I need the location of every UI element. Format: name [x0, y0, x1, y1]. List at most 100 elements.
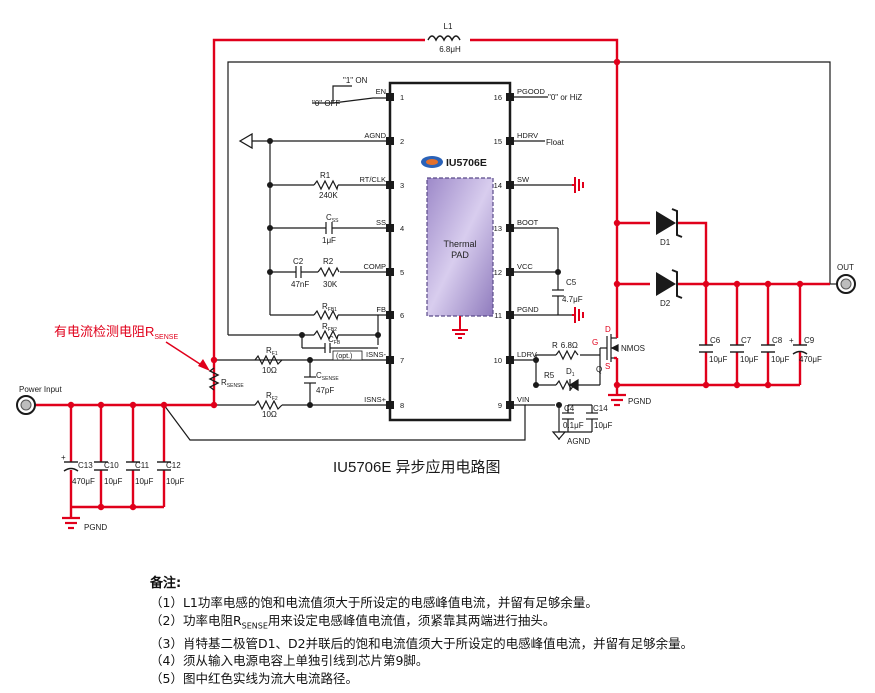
note-item: （4）须从输入电源电容上单独引线到芯片第9脚。	[150, 653, 429, 669]
d-ldrv-name: D1	[566, 367, 575, 378]
rfb1-name: RFB1	[322, 302, 337, 313]
pin-marker-left	[386, 356, 394, 364]
css-value: 1μF	[322, 236, 336, 245]
note-item: （1）L1功率电感的饱和电流值须大于所设定的电感峰值电流，并留有足够余量。	[150, 595, 598, 610]
pin-number-left: 1	[400, 93, 404, 102]
d2-name: D2	[660, 299, 671, 308]
thermal-pad-line2: PAD	[451, 250, 469, 260]
r2-name: R2	[323, 257, 334, 266]
pin-number-right: 16	[494, 93, 502, 102]
input-terminal-icon	[16, 395, 36, 415]
c4-value: 0.1μF	[563, 421, 584, 430]
diagram-title: IU5706E 异步应用电路图	[333, 458, 501, 476]
c7-value: 10μF	[740, 355, 759, 364]
rf2-value: 10Ω	[262, 410, 277, 419]
r1-name: R1	[320, 171, 331, 180]
pin-name-left: AGND	[364, 131, 386, 140]
pin-name-right: BOOT	[517, 218, 539, 227]
resistor-rf1	[254, 354, 283, 366]
pin-number-left: 6	[400, 311, 404, 320]
input-capacitors	[63, 461, 171, 472]
pin-marker-left	[386, 137, 394, 145]
pin-name-left: SS	[376, 218, 386, 227]
mos-source-label: S	[605, 362, 610, 371]
r1-value: 240K	[319, 191, 338, 200]
cfb-name: CFB	[328, 335, 341, 346]
c11-name: C11	[135, 461, 150, 470]
out-label: OUT	[837, 263, 854, 272]
schottky-diode-d2	[656, 269, 683, 299]
pin-marker-left	[386, 268, 394, 276]
pin-marker-left	[386, 181, 394, 189]
agnd-ground-icon	[551, 431, 567, 440]
en-on-label: "1" ON	[343, 76, 368, 85]
note-item: （2）功率电阻RSENSE用来设定电感峰值电流值，须紧靠其两端进行抽头。	[150, 612, 556, 631]
pin-name-left: COMP	[364, 262, 387, 271]
r2-value: 30K	[323, 280, 338, 289]
resistor-r5	[555, 379, 575, 391]
pin-name-left: RT/CLK	[359, 175, 386, 184]
pin-name-left: FB	[376, 305, 386, 314]
c10-value: 10μF	[104, 477, 123, 486]
sw-ground-icon	[572, 177, 584, 193]
inductor-l1	[427, 35, 461, 42]
c11-value: 10μF	[135, 477, 154, 486]
pin-marker-right	[506, 356, 514, 364]
rfb2-name: RFB2	[322, 322, 337, 333]
rf2-name: RF2	[266, 391, 278, 402]
pin-marker-left	[386, 311, 394, 319]
resistor-rfb2	[313, 329, 339, 341]
pin-number-left: 5	[400, 268, 404, 277]
c2-value: 47nF	[291, 280, 309, 289]
pin-number-right: 9	[498, 401, 502, 410]
polarity-marks: ++	[61, 336, 794, 462]
en-off-label: "0" OFF	[312, 99, 340, 108]
pin-marker-right	[506, 311, 514, 319]
pin-name-right: VIN	[517, 395, 530, 404]
resistor-rf2	[254, 399, 283, 411]
opt-label: (opt.)	[336, 353, 352, 360]
d1-name: D1	[660, 238, 671, 247]
c9-name: C9	[804, 336, 815, 345]
resistor-rfb1	[313, 309, 339, 321]
pin-name-right: PGOOD	[517, 87, 546, 96]
c6-name: C6	[710, 336, 721, 345]
pin-number-left: 4	[400, 224, 404, 233]
pin-name-right: VCC	[517, 262, 533, 271]
agnd-arrow-icon	[238, 132, 253, 150]
pin-name-left: EN	[376, 87, 386, 96]
c10-name: C10	[104, 461, 119, 470]
pin-marker-right	[506, 93, 514, 101]
c13-name: C13	[78, 461, 93, 470]
sense-pointer-arrow	[165, 341, 210, 371]
csense-name: CSENSE	[316, 371, 339, 382]
output-capacitors	[699, 344, 808, 355]
c7-name: C7	[741, 336, 752, 345]
sense-label: 有电流检测电阻RSENSE	[54, 324, 178, 341]
mos-drain-label: D	[605, 325, 611, 334]
schematic-diagram: Thermal PAD IU5706E 1EN2AGND3RT/CLK4SS5C…	[16, 22, 856, 532]
component-glyphs	[208, 35, 619, 420]
c6-value: 10μF	[709, 355, 728, 364]
pin-number-left: 2	[400, 137, 404, 146]
schottky-diode-d1	[656, 208, 683, 238]
pin-number-right: 12	[494, 268, 502, 277]
mos-gate-label: G	[592, 338, 598, 347]
rf1-name: RF1	[266, 346, 278, 357]
c5-name: C5	[566, 278, 577, 287]
c12-value: 10μF	[166, 477, 185, 486]
hdrv-note: Float	[546, 138, 565, 147]
pin-name-right: SW	[517, 175, 530, 184]
opt-box	[332, 350, 363, 361]
pin-name-right: HDRV	[517, 131, 538, 140]
csense-value: 47pF	[316, 386, 334, 395]
thermal-pad-line1: Thermal	[443, 239, 476, 249]
pgnd-label-output: PGND	[628, 397, 651, 406]
chip-pins: 1EN2AGND3RT/CLK4SS5COMP6FB7ISNS-8ISNS+16…	[359, 87, 545, 410]
thermal-pad	[426, 177, 494, 317]
pin-name-left: ISNS-	[366, 350, 387, 359]
pgood-note: "0" or HiZ	[548, 93, 582, 102]
css-name: CSS	[326, 213, 339, 224]
